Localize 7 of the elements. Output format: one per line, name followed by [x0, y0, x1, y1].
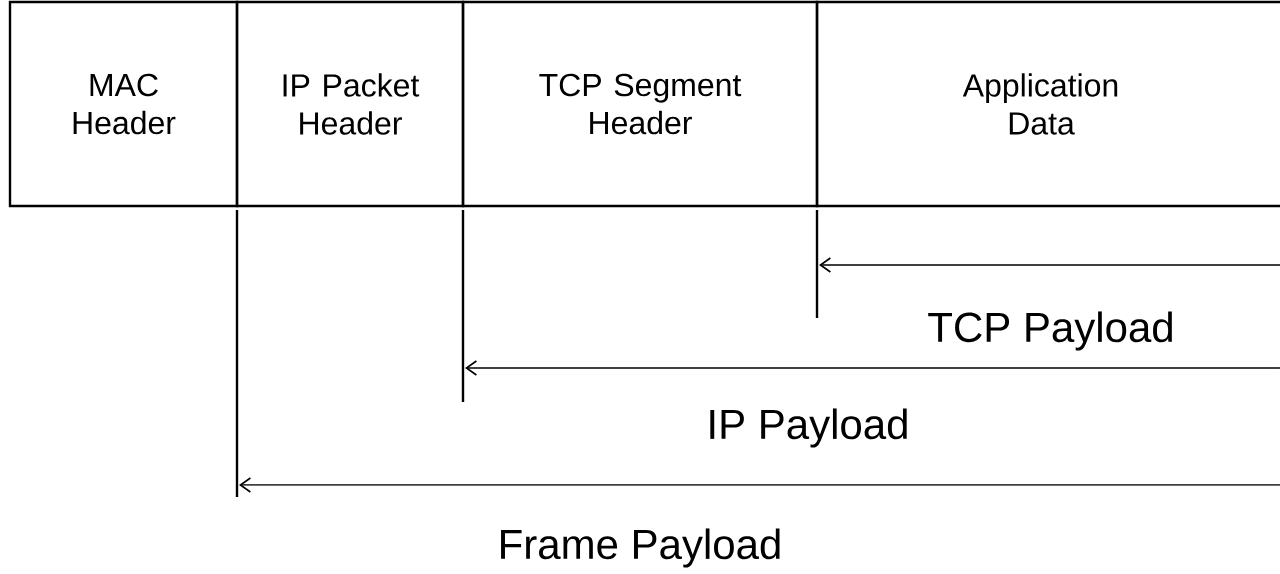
payload-label: TCP Payload [928, 311, 1172, 351]
header-cell: IP Packet Header [235, 0, 465, 208]
payload-label: IP Payload [710, 408, 907, 448]
header-cell: TCP Segment Header [461, 0, 819, 208]
header-cell: MAC Header [8, 0, 239, 208]
header-cell: Application Data [815, 0, 1280, 208]
payload-label: Frame Payload [501, 528, 780, 568]
